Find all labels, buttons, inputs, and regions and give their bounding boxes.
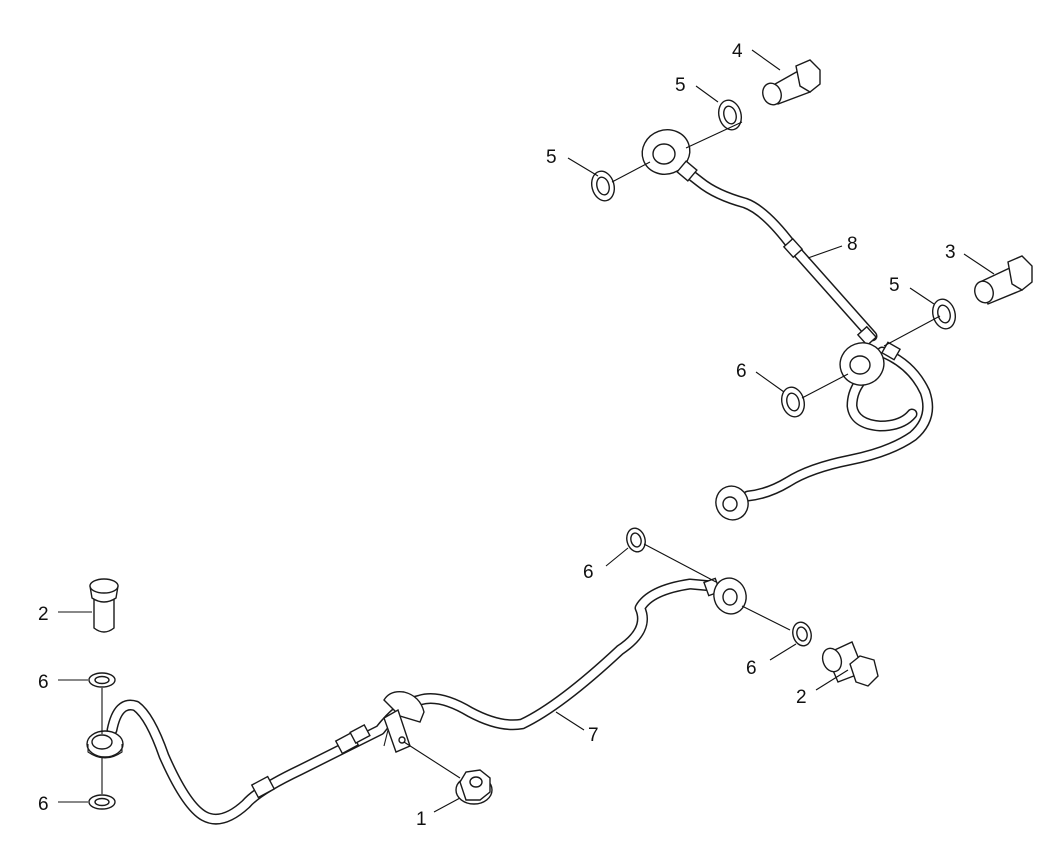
washer-6-upper bbox=[780, 386, 806, 418]
upper-end-banjo-fitting bbox=[715, 485, 749, 521]
callout-3: 3 bbox=[945, 242, 956, 263]
washer-5-top-left bbox=[590, 170, 616, 202]
callout-7: 7 bbox=[588, 725, 599, 746]
callout-6-left-top: 6 bbox=[38, 672, 49, 693]
washer-5-middle bbox=[931, 298, 957, 330]
banjo-bolt-2-left bbox=[89, 578, 119, 633]
callout-5-top: 5 bbox=[675, 75, 686, 96]
callout-1: 1 bbox=[416, 809, 427, 830]
pipe-bracket bbox=[383, 690, 425, 753]
washer-6-lower-left-bottom bbox=[88, 794, 116, 810]
top-banjo-fitting bbox=[641, 129, 698, 182]
lower-right-banjo-fitting bbox=[713, 577, 747, 615]
flange-nut-1 bbox=[455, 769, 493, 805]
banjo-bolt-2-right bbox=[821, 641, 879, 687]
leader-lines bbox=[58, 49, 995, 813]
callout-4: 4 bbox=[732, 41, 743, 62]
washer-6-lower-right-top bbox=[626, 527, 646, 553]
callout-5-middle: 5 bbox=[889, 275, 900, 296]
callout-2-left: 2 bbox=[38, 604, 49, 625]
callout-6-upper: 6 bbox=[736, 361, 747, 382]
upper-oil-pipe-8 bbox=[676, 162, 934, 502]
callout-5-left: 5 bbox=[546, 147, 557, 168]
callout-6-lower-top: 6 bbox=[583, 562, 594, 583]
middle-banjo-fitting bbox=[839, 342, 885, 386]
callout-6-left-bottom: 6 bbox=[38, 794, 49, 815]
banjo-bolt-3 bbox=[974, 255, 1033, 305]
callout-8: 8 bbox=[847, 234, 858, 255]
washer-6-lower-left-top bbox=[88, 672, 116, 688]
banjo-bolt-4 bbox=[762, 59, 821, 106]
washer-6-lower-right-bottom bbox=[792, 621, 812, 647]
callout-2-right: 2 bbox=[796, 687, 807, 708]
lower-left-banjo-fitting bbox=[86, 730, 124, 759]
callout-6-lower-right: 6 bbox=[746, 658, 757, 679]
washer-5-top-right bbox=[717, 99, 743, 131]
